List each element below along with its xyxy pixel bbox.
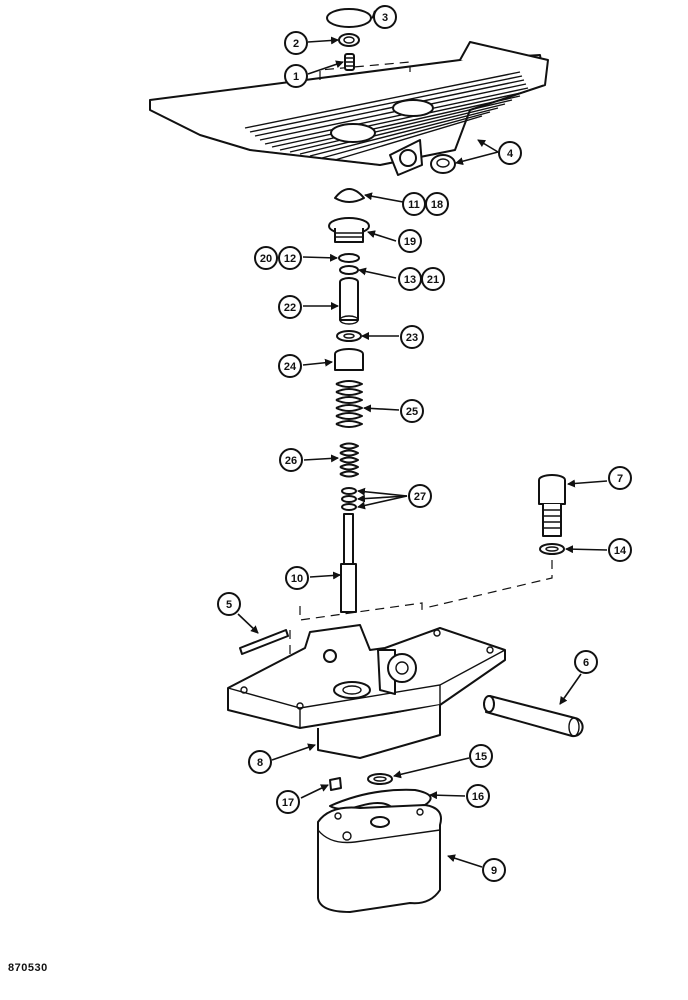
svg-text:3: 3 (382, 12, 388, 24)
callout-24: 24 (278, 354, 302, 378)
callout-27: 27 (408, 484, 432, 508)
callout-5: 5 (217, 592, 241, 616)
svg-text:14: 14 (614, 545, 627, 557)
svg-text:8: 8 (257, 757, 263, 769)
svg-text:2: 2 (293, 38, 299, 50)
callout-22: 22 (278, 295, 302, 319)
cap-disc (326, 8, 372, 28)
outer-spring (335, 380, 363, 428)
callout-14: 14 (608, 538, 632, 562)
pedal-tread-ribs (244, 71, 529, 161)
figure-code: 870530 (8, 962, 48, 974)
seal-ring-upper (338, 253, 360, 263)
callout-1: 1 (284, 64, 308, 88)
plunger-sleeve (339, 277, 359, 325)
callout-12: 12 (278, 246, 302, 270)
washer (336, 330, 362, 342)
svg-text:15: 15 (475, 751, 487, 763)
svg-text:6: 6 (583, 657, 589, 669)
base-housing (227, 602, 506, 759)
spring-seat (334, 348, 364, 371)
callout-26: 26 (279, 448, 303, 472)
svg-text:22: 22 (284, 302, 296, 314)
pivot-bushing (430, 154, 456, 174)
svg-text:25: 25 (406, 406, 418, 418)
svg-text:9: 9 (491, 865, 497, 877)
callout-11: 11 (402, 192, 426, 216)
inner-spring (339, 442, 359, 478)
set-screw (344, 53, 355, 71)
svg-text:26: 26 (285, 455, 297, 467)
callout-17: 17 (276, 790, 300, 814)
svg-text:18: 18 (431, 199, 443, 211)
callout-6: 6 (574, 650, 598, 674)
callout-2: 2 (284, 31, 308, 55)
svg-text:20: 20 (260, 253, 272, 265)
callout-10: 10 (285, 566, 309, 590)
callout-18: 18 (425, 192, 449, 216)
callout-16: 16 (466, 784, 490, 808)
callout-9: 9 (482, 858, 506, 882)
svg-text:10: 10 (291, 573, 303, 585)
o-ring (367, 773, 393, 785)
fitting (538, 474, 566, 537)
callout-3: 3 (373, 5, 397, 29)
callout-4: 4 (498, 141, 522, 165)
svg-text:19: 19 (404, 236, 416, 248)
plunger-pin (340, 513, 357, 613)
svg-text:21: 21 (427, 274, 439, 286)
svg-text:5: 5 (226, 599, 232, 611)
callout-21: 21 (421, 267, 445, 291)
svg-text:13: 13 (404, 274, 416, 286)
callout-23: 23 (400, 325, 424, 349)
seal-ring-lower (339, 265, 359, 275)
roll-pin (239, 629, 289, 655)
small-seal (329, 777, 342, 791)
svg-text:27: 27 (414, 491, 426, 503)
svg-text:4: 4 (507, 148, 514, 160)
callout-13: 13 (398, 267, 422, 291)
fitting-seal (539, 543, 565, 555)
svg-text:11: 11 (408, 199, 420, 211)
threaded-plug (328, 217, 370, 243)
svg-text:23: 23 (406, 332, 418, 344)
shims (341, 487, 357, 511)
svg-text:1: 1 (293, 71, 299, 83)
callout-20: 20 (254, 246, 278, 270)
svg-text:12: 12 (284, 253, 296, 265)
pivot-pin (483, 695, 584, 738)
svg-text:24: 24 (284, 361, 297, 373)
svg-text:16: 16 (472, 791, 484, 803)
svg-text:17: 17 (282, 797, 294, 809)
nut (338, 33, 360, 47)
valve-body (317, 804, 442, 913)
callout-19: 19 (398, 229, 422, 253)
callout-25: 25 (400, 399, 424, 423)
callout-8: 8 (248, 750, 272, 774)
boot (334, 188, 365, 203)
svg-text:7: 7 (617, 473, 623, 485)
callout-15: 15 (469, 744, 493, 768)
callout-7: 7 (608, 466, 632, 490)
pedal-plate (149, 41, 549, 176)
